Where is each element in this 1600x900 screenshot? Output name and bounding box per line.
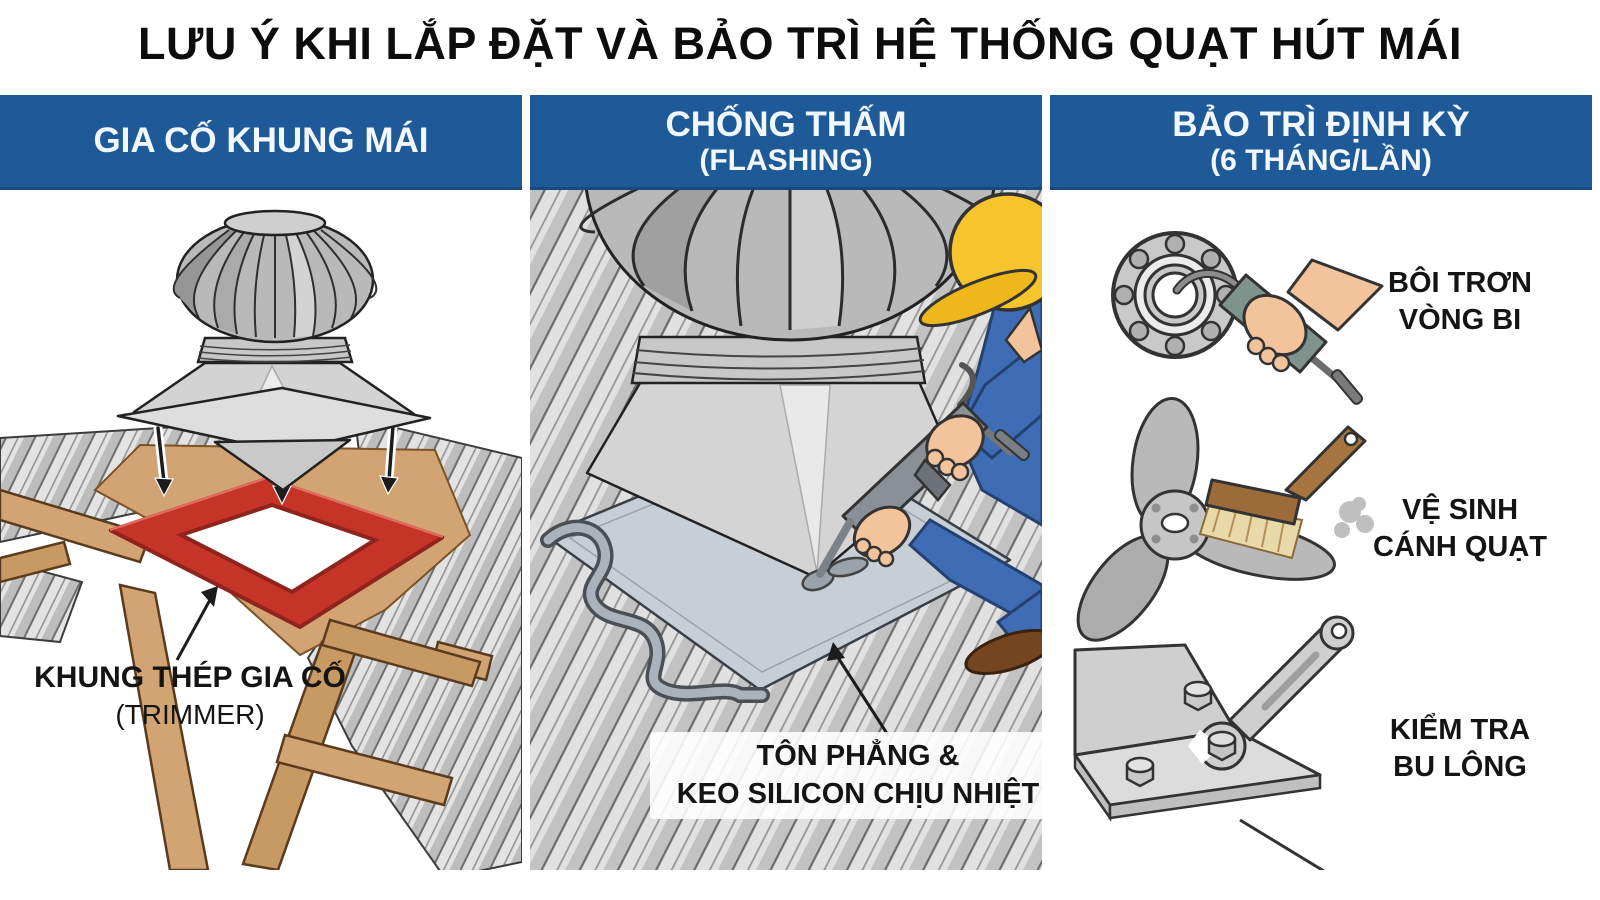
label-clean-fan-blade: VỆ SINH CÁNH QUẠT	[1335, 492, 1585, 566]
header-line2: (6 THÁNG/LẦN)	[1210, 144, 1432, 178]
wrench-icon	[1188, 615, 1355, 771]
header-line1: GIA CỐ KHUNG MÁI	[93, 121, 429, 161]
bearing-grease-gun-icon	[1111, 231, 1384, 405]
brush-icon	[1198, 425, 1367, 560]
hex-bolt-icon	[1125, 680, 1213, 788]
label-line1: KIỂM TRA	[1389, 714, 1531, 746]
caption-trimmer: KHUNG THÉP GIA CỐ (TRIMMER)	[25, 658, 355, 732]
wrench-bolt-icon	[1073, 615, 1355, 870]
caption-line2: (TRIMMER)	[115, 699, 265, 730]
caption-flashing: TÔN PHẲNG & KEO SILICON CHỊU NHIỆT	[650, 732, 1066, 820]
turbine-ventilator	[116, 209, 432, 492]
roof-frame-svg	[0, 209, 522, 870]
label-line2: BU LÔNG	[1393, 751, 1527, 784]
caption-pointer-arrow	[827, 642, 890, 736]
caption-line2: KEO SILICON CHỊU NHIỆT	[676, 777, 1040, 810]
label-check-bolts: KIỂM TRA BU LÔNG	[1335, 712, 1585, 786]
caption-line1: KHUNG THÉP GIA CỐ	[34, 661, 346, 694]
label-line1: BÔI TRƠN	[1388, 267, 1532, 299]
header-line1: CHỐNG THẤM	[665, 104, 907, 144]
header-reinforce-frame: GIA CỐ KHUNG MÁI	[0, 95, 522, 190]
label-line1: VỆ SINH	[1401, 494, 1519, 526]
caption-line1: TÔN PHẲNG &	[756, 740, 960, 772]
dust-puff-icon	[1334, 497, 1374, 538]
header-waterproofing: CHỐNG THẤM (FLASHING)	[530, 95, 1042, 190]
roof-frame-illustration	[0, 190, 522, 870]
header-line2: (FLASHING)	[699, 144, 873, 178]
shoe-icon	[964, 628, 1042, 676]
steel-trimmer-frame	[108, 476, 445, 630]
header-line1: BẢO TRÌ ĐỊNH KỲ	[1172, 104, 1470, 144]
label-line2: CÁNH QUẠT	[1373, 531, 1547, 564]
maintenance-illustration	[1050, 190, 1592, 870]
maintenance-svg	[1073, 231, 1384, 870]
caption-pointer-arrow	[175, 586, 218, 661]
label-lubricate-bearing: BÔI TRƠN VÒNG BI	[1335, 265, 1585, 339]
page-title: LƯU Ý KHI LẮP ĐẶT VÀ BẢO TRÌ HỆ THỐNG QU…	[138, 18, 1462, 69]
label-line2: VÒNG BI	[1398, 304, 1522, 337]
header-maintenance: BẢO TRÌ ĐỊNH KỲ (6 THÁNG/LẦN)	[1050, 95, 1592, 190]
fan-blade-brush-icon	[1076, 396, 1374, 642]
caulking-gun-icon	[816, 362, 1030, 578]
silicone-bead	[540, 519, 869, 703]
